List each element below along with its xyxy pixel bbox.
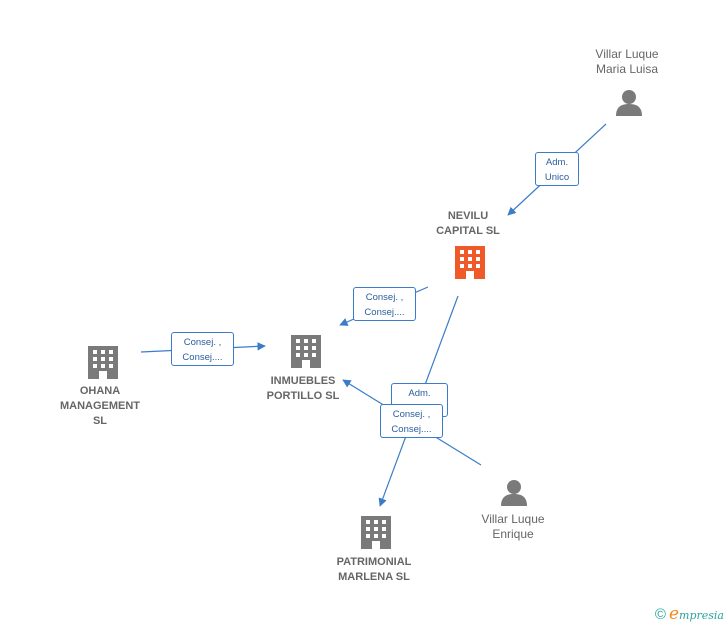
node-label-nevilu[interactable]: NEVILU CAPITAL SL [436,210,500,237]
building-icon[interactable] [455,246,485,279]
node-label-villar-luisa[interactable]: Villar Luque Maria Luisa [595,47,659,76]
person-icon[interactable] [501,480,527,506]
node-label-inmuebles[interactable]: INMUEBLES PORTILLO SL [266,375,340,402]
node-label-ohana[interactable]: OHANA MANAGEMENT SL [59,385,141,427]
brand-initial: e [668,604,680,624]
brand-rest: mpresia [679,609,724,622]
node-label-patrimonial[interactable]: PATRIMONIAL MARLENA SL [336,556,412,583]
footer-brand: © empresia [655,604,724,624]
copyright-symbol: © [654,605,666,623]
edge-label-consej-ohana-inmuebles[interactable]: Consej. , Consej.... [171,332,234,366]
building-icon[interactable] [88,346,118,379]
building-icon[interactable] [361,516,391,549]
edge-label-adm-unico[interactable]: Adm. Unico [535,152,579,186]
node-label-villar-enrique[interactable]: Villar Luque Enrique [481,512,545,541]
person-icon[interactable] [616,90,642,116]
building-icon[interactable] [291,335,321,368]
edge-label-consej-nevilu-inmuebles[interactable]: Consej. , Consej.... [353,287,416,321]
edge-label-consej-enrique-inmuebles[interactable]: Consej. , Consej.... [380,404,443,438]
empresia-logo[interactable]: empresia [669,604,724,624]
